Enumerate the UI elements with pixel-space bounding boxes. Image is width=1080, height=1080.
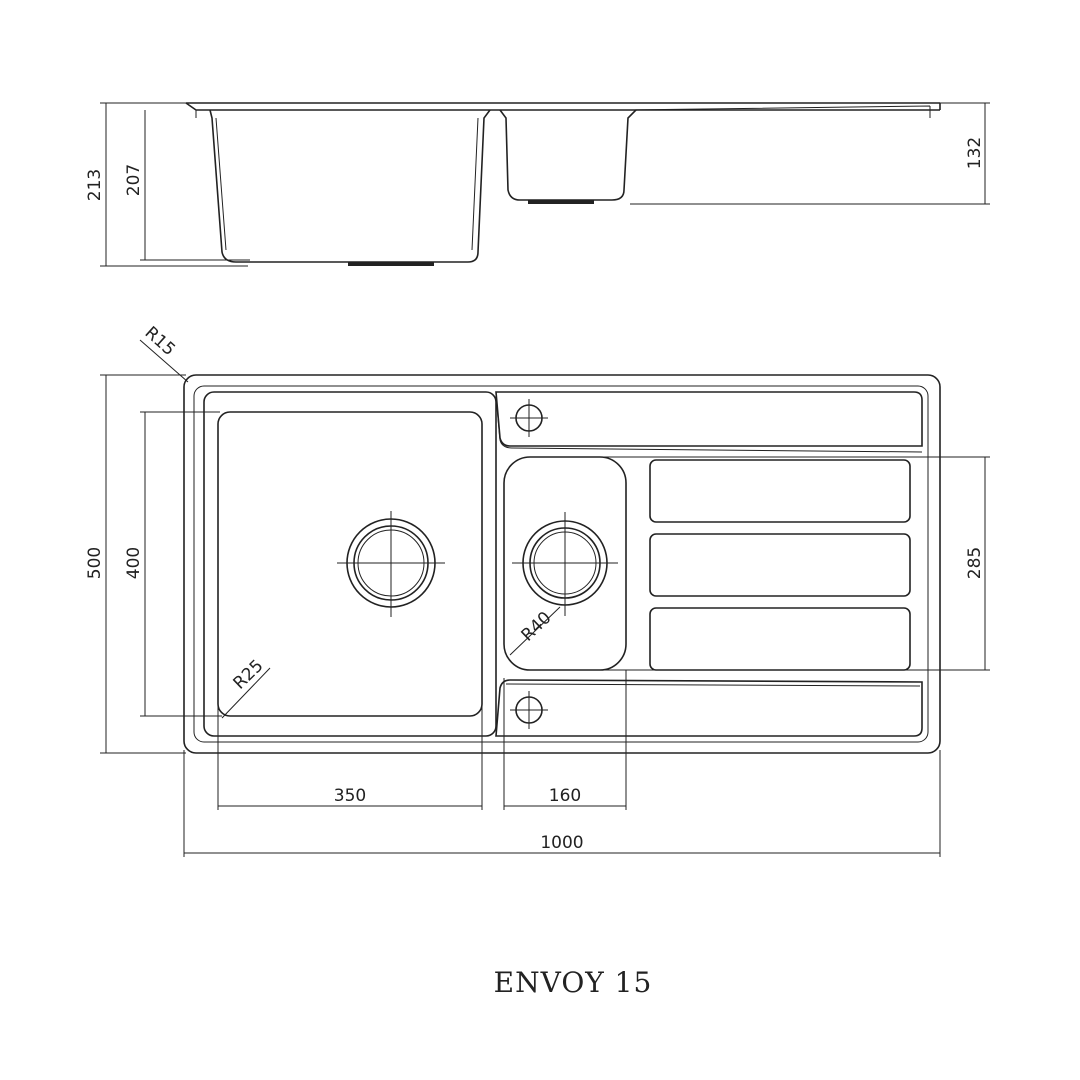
dim-207-label: 207 xyxy=(124,164,144,196)
r25-label: R25 xyxy=(230,656,268,694)
dim-350-line xyxy=(217,700,483,810)
upper-shelf-inner xyxy=(495,395,923,453)
model-title: ENVOY 15 xyxy=(494,966,653,999)
dim-350-label: 350 xyxy=(334,786,366,806)
lower-tap-shelf xyxy=(495,679,923,737)
main-bowl-rim xyxy=(203,391,497,737)
r25-leader xyxy=(221,667,271,719)
dim-285-line xyxy=(560,456,990,671)
drainer-groove-3 xyxy=(649,607,911,671)
drainer-groove-2 xyxy=(649,533,911,597)
upper-tap-shelf xyxy=(495,391,923,447)
dim-207-line xyxy=(140,110,250,261)
drainer-groove-1 xyxy=(649,459,911,523)
dim-400-line xyxy=(140,411,222,717)
dim-1000-label: 1000 xyxy=(540,833,583,853)
sink-inner-rim xyxy=(193,385,929,743)
sink-outer-frame xyxy=(183,374,941,754)
dim-500-line xyxy=(100,374,186,754)
main-bowl-waste xyxy=(337,511,445,617)
side-main-bowl xyxy=(209,109,491,263)
dim-132-line xyxy=(630,102,990,205)
dim-160-label: 160 xyxy=(549,786,581,806)
dim-213-line xyxy=(100,102,248,267)
dim-285-label: 285 xyxy=(965,547,985,579)
lower-shelf-inner xyxy=(505,683,921,687)
upper-tap-hole-icon xyxy=(510,399,548,437)
top-view: R15 500 400 R25 R40 285 350 160 1000 xyxy=(85,323,990,857)
r40-leader xyxy=(509,606,561,656)
main-bowl xyxy=(217,411,483,717)
side-small-bowl xyxy=(499,109,637,201)
side-small-waste xyxy=(528,200,594,204)
dim-132-label: 132 xyxy=(965,137,985,169)
dim-500-label: 500 xyxy=(85,547,105,579)
side-view: 213 207 132 xyxy=(85,102,990,267)
dim-1000-line xyxy=(183,750,941,857)
dim-213-label: 213 xyxy=(85,169,105,201)
side-main-waste xyxy=(348,262,434,266)
dim-400-label: 400 xyxy=(124,547,144,579)
small-bowl-waste xyxy=(512,512,618,616)
side-main-bowl-inner xyxy=(215,117,479,251)
lower-tap-hole-icon xyxy=(510,691,548,729)
r40-label: R40 xyxy=(518,608,556,646)
side-drainer-slope xyxy=(195,105,931,118)
side-deck-outline xyxy=(185,102,941,111)
r15-label: R15 xyxy=(141,323,179,360)
dim-160-line xyxy=(503,670,627,810)
